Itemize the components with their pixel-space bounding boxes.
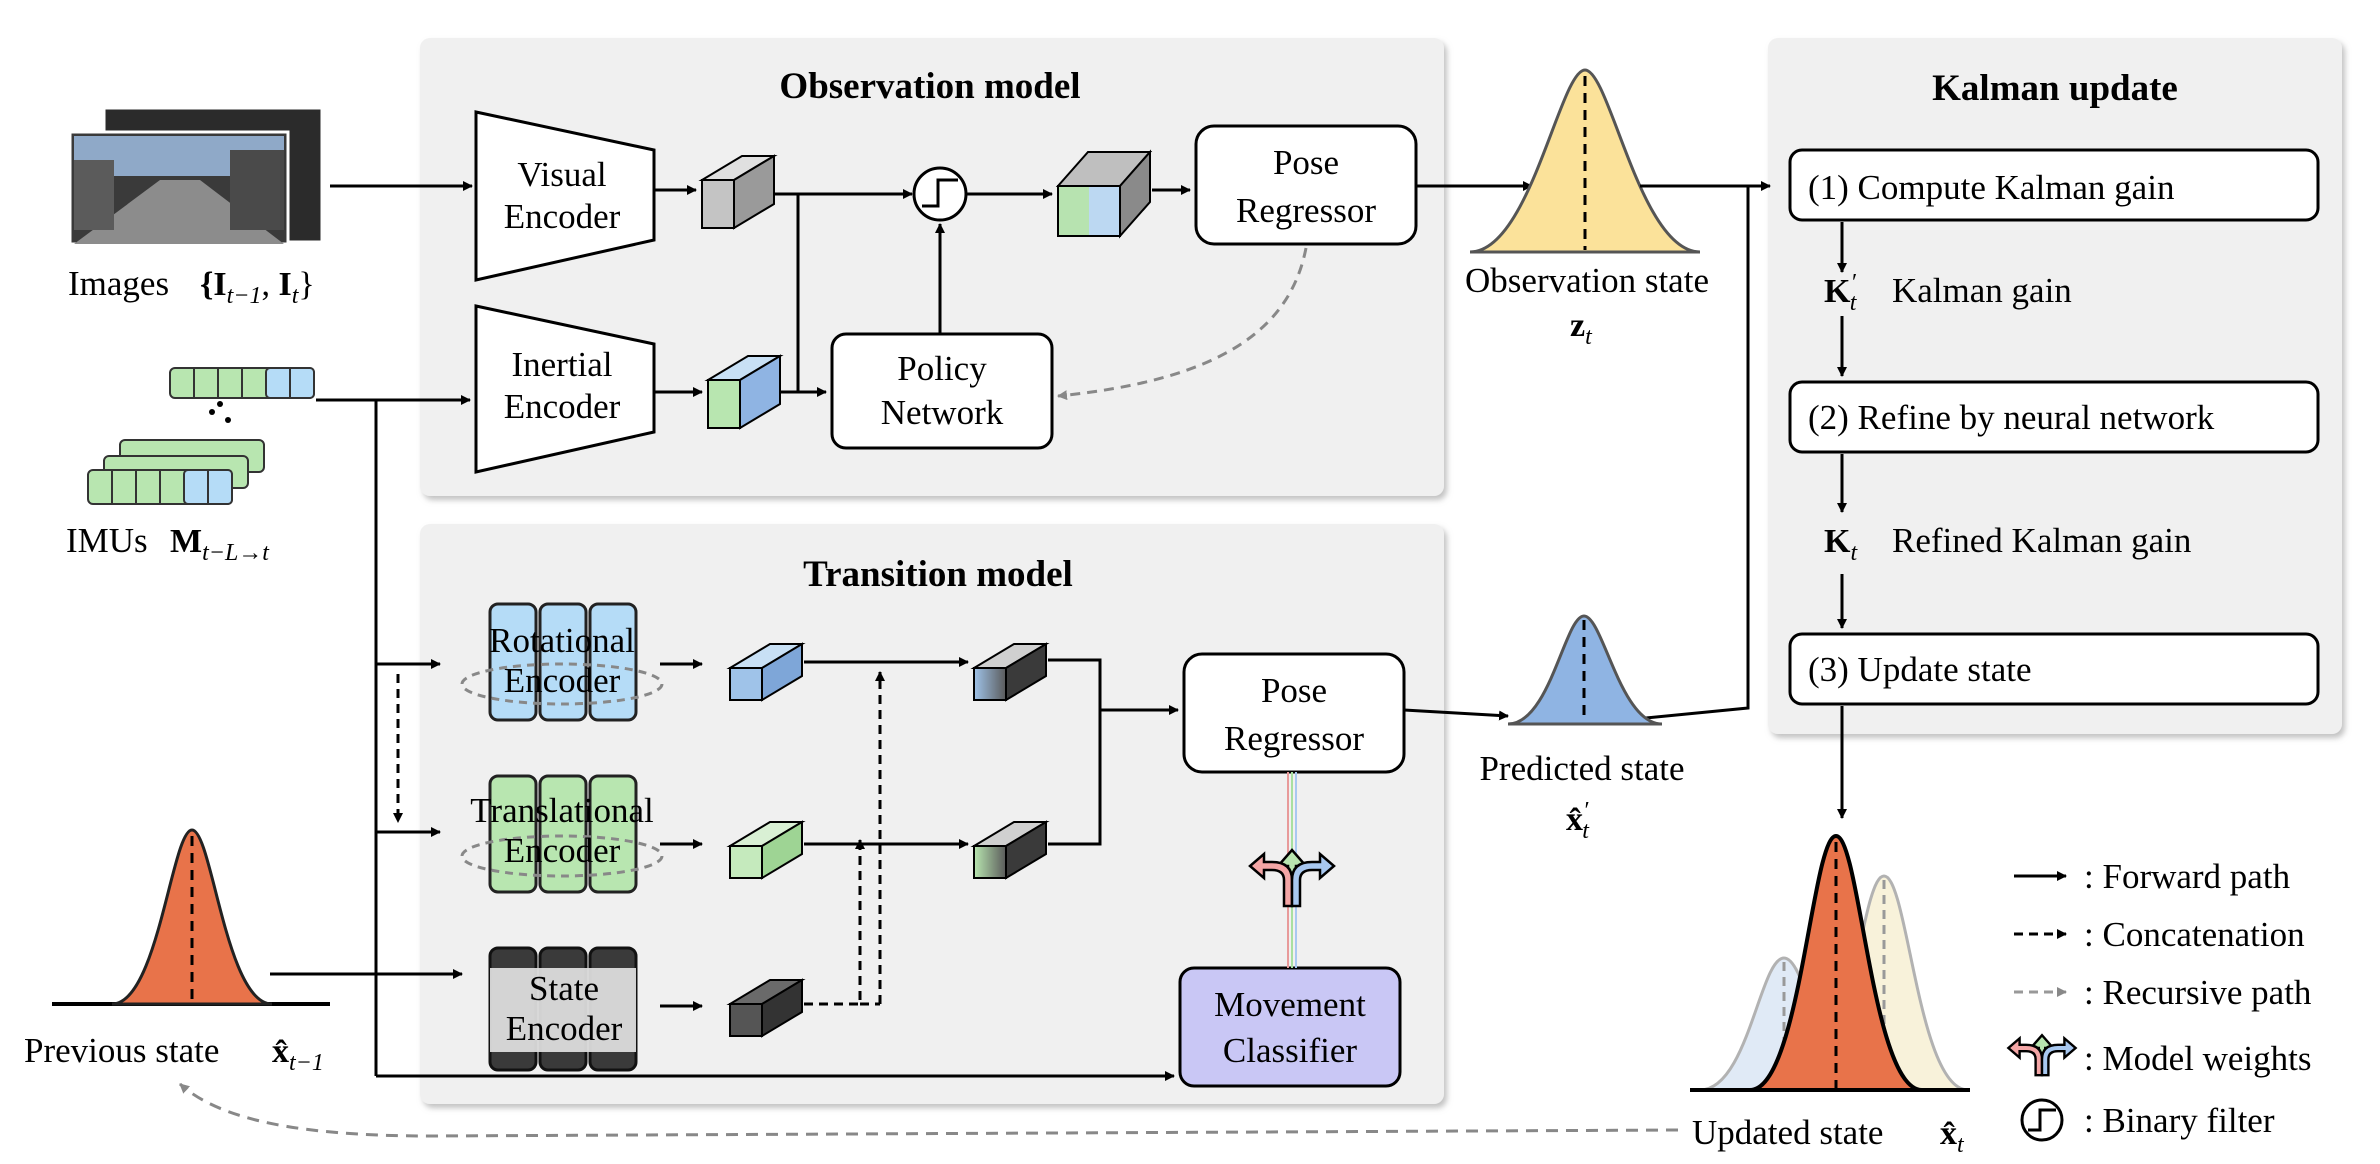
rotational-encoder-label-1: Rotational bbox=[489, 621, 635, 660]
state-feature-cube bbox=[726, 978, 806, 1038]
obs-pose-regressor-label-1: Pose bbox=[1273, 143, 1339, 182]
predicted-state-label: Predicted state bbox=[1479, 749, 1684, 788]
translational-encoder-label-2: Encoder bbox=[504, 831, 621, 870]
model-weights-icon bbox=[1248, 848, 1336, 908]
kalman-gain-label: Kalman gain bbox=[1892, 271, 2072, 310]
previous-state-math: x̂t−1 bbox=[272, 1033, 324, 1076]
gain-refined-math: Kt bbox=[1824, 523, 1858, 566]
legend-recursive-path: : Recursive path bbox=[2084, 973, 2312, 1012]
updated-state-gaussian bbox=[1690, 833, 1970, 1092]
obs-pose-regressor-label-2: Regressor bbox=[1236, 191, 1376, 230]
observation-model-title: Observation model bbox=[779, 66, 1080, 107]
updated-state-math: x̂t bbox=[1940, 1115, 1965, 1158]
compute-kalman-gain-box bbox=[1788, 148, 2320, 222]
trans-pose-regressor-label-1: Pose bbox=[1261, 671, 1327, 710]
predicted-state-gaussian bbox=[1507, 614, 1663, 726]
visual-encoder-block bbox=[474, 110, 656, 282]
visual-encoder-label-1: Visual bbox=[517, 155, 607, 194]
inertial-feature-cube bbox=[704, 354, 784, 430]
policy-network-block bbox=[830, 332, 1054, 450]
translational-fused-cube bbox=[970, 820, 1050, 880]
visual-feature-cube bbox=[698, 154, 778, 230]
translational-feature-cube bbox=[726, 820, 806, 880]
previous-state-label: Previous state bbox=[24, 1031, 219, 1070]
state-encoder-label-2: Encoder bbox=[506, 1009, 623, 1048]
legend-binary-filter: : Binary filter bbox=[2084, 1101, 2275, 1140]
model-weights-legend-icon bbox=[2006, 1033, 2078, 1077]
policy-network-label-2: Network bbox=[881, 393, 1004, 432]
translational-encoder-label-1: Translational bbox=[470, 791, 654, 830]
inertial-encoder-block bbox=[474, 304, 656, 474]
trans-pose-regressor-block bbox=[1182, 652, 1406, 774]
concatenation-arrows bbox=[393, 671, 885, 1006]
legend: : Forward path : Concatenation : Recursi… bbox=[2006, 857, 2312, 1142]
input-images-icon bbox=[68, 106, 324, 246]
imus-math: Mt−L→t bbox=[170, 523, 270, 566]
binary-filter-legend-icon bbox=[2020, 1098, 2064, 1142]
images-label: Images bbox=[68, 264, 169, 303]
binary-filter-icon bbox=[912, 166, 968, 222]
gain-prime-math: K′t bbox=[1824, 270, 1858, 316]
compute-kalman-gain-text: (1) Compute Kalman gain bbox=[1808, 168, 2174, 207]
transition-model-title: Transition model bbox=[803, 554, 1073, 595]
rotational-encoder-block bbox=[460, 602, 664, 722]
rotational-fused-cube bbox=[970, 642, 1050, 702]
refine-network-box bbox=[1788, 380, 2320, 454]
update-state-box bbox=[1788, 632, 2320, 706]
inertial-encoder-label-2: Encoder bbox=[504, 387, 621, 426]
movement-classifier-block bbox=[1178, 966, 1402, 1088]
kalman-update-title: Kalman update bbox=[1932, 68, 2178, 109]
observation-model-panel bbox=[420, 38, 1444, 496]
observation-state-label: Observation state bbox=[1465, 261, 1709, 300]
observation-state-gaussian bbox=[1469, 68, 1701, 254]
rotational-encoder-label-2: Encoder bbox=[504, 661, 621, 700]
imu-sequence-icon bbox=[87, 367, 315, 505]
updated-state-label: Updated state bbox=[1692, 1113, 1883, 1152]
observation-state-math: zt bbox=[1570, 307, 1593, 350]
recursive-return-arrow bbox=[178, 1082, 1679, 1138]
state-encoder-label-1: State bbox=[529, 969, 599, 1008]
movement-classifier-label-2: Classifier bbox=[1223, 1031, 1357, 1070]
inertial-encoder-label-1: Inertial bbox=[511, 345, 612, 384]
translational-encoder-block bbox=[460, 774, 664, 894]
legend-forward-path: : Forward path bbox=[2084, 857, 2291, 896]
previous-state-gaussian bbox=[52, 828, 330, 1006]
policy-network-label-1: Policy bbox=[897, 349, 987, 388]
transition-arrows bbox=[270, 181, 1771, 1081]
images-set-math: {It−1, It} bbox=[200, 266, 315, 309]
predicted-state-math: x̂′t bbox=[1566, 798, 1590, 844]
update-state-text: (3) Update state bbox=[1808, 650, 2032, 689]
trans-pose-regressor-label-2: Regressor bbox=[1224, 719, 1364, 758]
state-encoder-block bbox=[488, 946, 638, 1072]
refined-kalman-gain-label: Refined Kalman gain bbox=[1892, 521, 2191, 560]
recursive-arrow-obs bbox=[1057, 247, 1308, 401]
visual-encoder-label-2: Encoder bbox=[504, 197, 621, 236]
refine-network-text: (2) Refine by neural network bbox=[1808, 398, 2215, 437]
legend-model-weights: : Model weights bbox=[2084, 1039, 2311, 1078]
rotational-feature-cube bbox=[726, 642, 806, 702]
fused-feature-cube bbox=[1055, 149, 1153, 239]
legend-concatenation: : Concatenation bbox=[2084, 915, 2305, 954]
observation-arrows bbox=[316, 181, 1533, 405]
imus-label: IMUs bbox=[66, 521, 148, 560]
movement-classifier-label-1: Movement bbox=[1214, 985, 1366, 1024]
